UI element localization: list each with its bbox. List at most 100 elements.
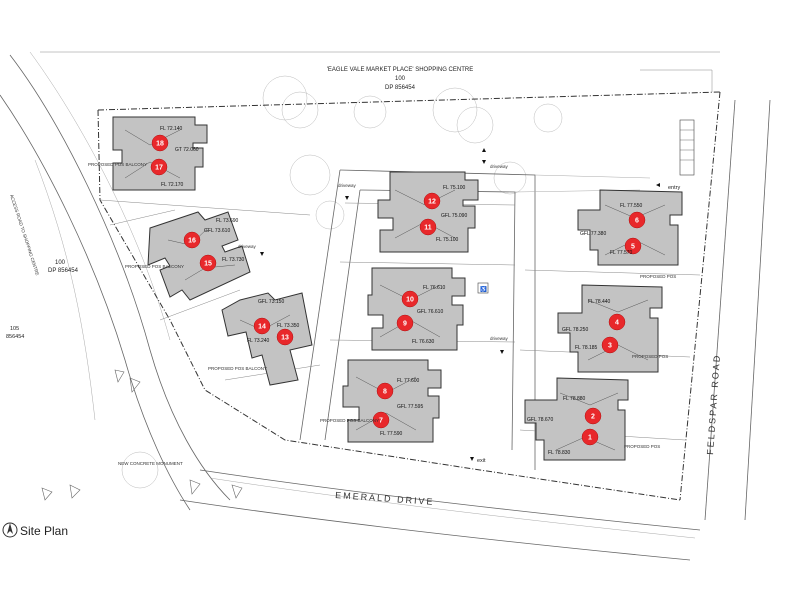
proposed-balcony-label-3: PROPOSED POS BALCONY — [208, 366, 267, 371]
unit-marker-10 — [401, 290, 419, 308]
north-arrow-icon — [2, 522, 18, 538]
west-lot-number: 100 — [55, 260, 66, 266]
unit-marker-17 — [150, 158, 168, 176]
unit-marker-1 — [581, 428, 599, 446]
unit-marker-9 — [396, 314, 414, 332]
unit-number-8: 8 — [383, 389, 387, 396]
feldspar-road — [704, 99, 771, 521]
unit-number-10: 10 — [406, 297, 414, 304]
gfl-label-9: GFL 76.610 — [417, 309, 443, 315]
gfl-label-4: GFL 78.250 — [562, 327, 588, 333]
gfl-label-16: GFL 73.610 — [204, 228, 230, 234]
unit-marker-12 — [423, 192, 441, 210]
floor-level-6: FL 77.550 — [620, 203, 643, 209]
floor-level-13: FL 73.350 — [277, 323, 300, 329]
unit-number-16: 16 — [188, 238, 196, 245]
floor-level-3: FL 78.185 — [575, 345, 598, 351]
gfl-label-18: GT 72.060 — [175, 147, 199, 153]
unit-marker-11 — [419, 218, 437, 236]
entry-label: entry — [668, 185, 680, 191]
unit-marker-8 — [376, 382, 394, 400]
driveway-label-2: driveway — [490, 164, 509, 169]
unit-marker-4 — [608, 313, 626, 331]
unit-marker-14 — [253, 317, 271, 335]
floor-level-14: FL 73.240 — [247, 338, 270, 344]
floor-level-11: FL 75.100 — [436, 237, 459, 243]
unit-number-14: 14 — [258, 324, 266, 331]
floor-level-18: FL 72.140 — [160, 126, 183, 132]
floor-level-8: FL 77.600 — [397, 378, 420, 384]
unit-number-5: 5 — [631, 244, 635, 251]
gfl-label-11: GFL 75.090 — [441, 213, 467, 219]
gfl-label-2: GFL 78.670 — [527, 417, 553, 423]
driveway-label-3: driveway — [490, 336, 509, 341]
driveway-label-1: driveway — [338, 183, 357, 188]
floor-level-9: FL 76.630 — [412, 339, 435, 345]
unit-number-11: 11 — [424, 225, 432, 232]
page-title: Site Plan — [20, 524, 69, 538]
unit-number-1: 1 — [588, 435, 592, 442]
west-lot-dp: DP 856454 — [48, 268, 79, 274]
unit-number-2: 2 — [591, 414, 595, 421]
proposed-pos-label-2: PROPOSED POS — [632, 354, 668, 359]
building-units-9-10 — [367, 267, 466, 351]
bin-enclosure — [679, 119, 695, 176]
floor-level-15: FL 73.730 — [222, 257, 245, 263]
unit-number-7: 7 — [379, 418, 383, 425]
building-units-1-2 — [524, 377, 629, 461]
unit-number-6: 6 — [635, 218, 639, 225]
unit-number-12: 12 — [428, 199, 436, 206]
unit-marker-2 — [584, 407, 602, 425]
feldspar-road-label: FELDSPAR ROAD — [705, 353, 722, 455]
floor-level-10: FL 76.610 — [423, 285, 446, 291]
driveway-label-4: driveway — [238, 244, 257, 249]
unit-number-3: 3 — [608, 343, 612, 350]
emerald-drive-label: EMERALD DRIVE — [335, 490, 435, 507]
unit-number-13: 13 — [281, 335, 289, 342]
tree-outlines — [121, 75, 563, 489]
svg-text:♿: ♿ — [480, 286, 487, 293]
floor-level-16: FL 73.690 — [216, 218, 239, 224]
building-units-17-18 — [112, 116, 208, 191]
proposed-pos-label-1: PROPOSED POS — [640, 274, 676, 279]
shopping-centre-name: 'EAGLE VALE MARKET PLACE' SHOPPING CENTR… — [327, 67, 473, 73]
unit-number-4: 4 — [615, 320, 619, 327]
gfl-label-6: GFL 77.380 — [580, 231, 606, 237]
floor-level-4: FL 78.440 — [588, 299, 611, 305]
floor-level-17: FL 72.170 — [161, 182, 184, 188]
survey-markers — [41, 369, 243, 501]
gfl-label-13: GFL 73.150 — [258, 299, 284, 305]
gfl-label-8: GFL 77.595 — [397, 404, 423, 410]
unit-marker-6 — [628, 211, 646, 229]
emerald-drive-road — [179, 469, 701, 561]
floor-level-1: FL 78.830 — [548, 450, 571, 456]
building-units-3-4 — [557, 284, 663, 373]
proposed-pos-label-3: PROPOSED POS — [624, 444, 660, 449]
unit-marker-7 — [372, 411, 390, 429]
unit-number-15: 15 — [204, 261, 212, 268]
building-units-11-12 — [377, 171, 479, 253]
lot-105-number: 105 — [10, 326, 19, 332]
building-units-7-8 — [342, 359, 442, 443]
floor-level-5: FL 77.570 — [610, 250, 633, 256]
proposed-balcony-label-1: PROPOSED POS BALCONY — [88, 162, 147, 167]
direction-arrows — [260, 148, 660, 461]
unit-marker-13 — [276, 328, 294, 346]
unit-number-17: 17 — [155, 165, 163, 172]
lot-number: 100 — [395, 76, 406, 82]
unit-marker-3 — [601, 336, 619, 354]
lot-105-dp: 856454 — [6, 334, 24, 340]
proposed-balcony-label-2: PROPOSED POS BALCONY — [125, 264, 184, 269]
concrete-monument-label: NEW CONCRETE MONUMENT — [118, 461, 183, 466]
dp-number: DP 856454 — [385, 85, 416, 91]
unit-marker-18 — [151, 134, 169, 152]
floor-level-7: FL 77.590 — [380, 431, 403, 437]
unit-number-18: 18 — [156, 141, 164, 148]
building-units-15-16 — [147, 211, 251, 301]
floor-level-2: FL 78.880 — [563, 396, 586, 402]
wheelchair-icon: ♿ — [477, 282, 489, 294]
unit-number-9: 9 — [403, 321, 407, 328]
exit-label: exit — [477, 458, 486, 464]
